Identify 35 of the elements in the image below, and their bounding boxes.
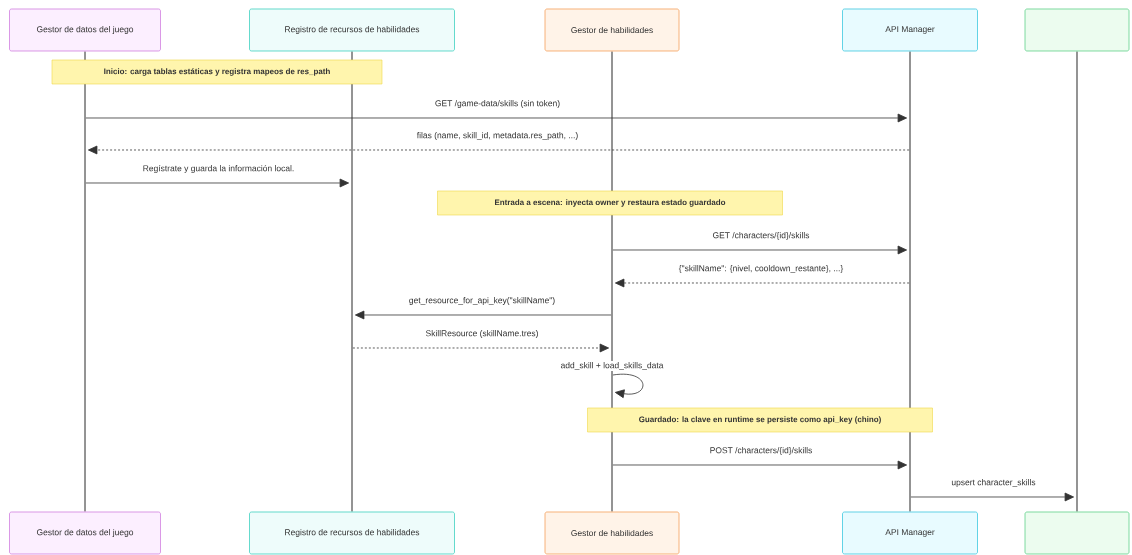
participant-box: API Manager <box>842 8 978 52</box>
edge-label: GET /game-data/skills (sin token) <box>433 99 562 109</box>
edge-label: add_skill + load_skills_data <box>559 361 665 371</box>
participant-box: Gestor de datos del juego <box>9 511 161 555</box>
participant-box: Gestor de datos del juego <box>9 8 161 52</box>
edge-label: GET /characters/{id}/skills <box>711 231 811 241</box>
participant-box <box>1024 511 1130 555</box>
edge-label: get_resource_for_api_key("skillName") <box>407 296 557 306</box>
lifeline <box>611 51 613 512</box>
edge-label: POST /characters/{id}/skills <box>708 446 814 456</box>
message-arrow <box>910 492 1075 502</box>
message-arrow <box>355 310 612 320</box>
lifeline <box>84 51 86 512</box>
message-arrow <box>85 178 350 188</box>
edge-label: Regístrate y guarda la información local. <box>141 164 296 174</box>
participant-box: Gestor de habilidades <box>544 8 680 52</box>
lifeline <box>351 51 353 512</box>
participant-box <box>1024 8 1130 52</box>
lifeline <box>909 51 911 512</box>
edge-label: upsert character_skills <box>950 478 1037 488</box>
message-arrow <box>615 278 910 288</box>
edge-label: {"skillName": {nivel, cooldown_restante}, ...} <box>677 264 845 274</box>
message-arrow <box>612 245 908 255</box>
lifeline <box>1076 51 1078 512</box>
participant-box: API Manager <box>842 511 978 555</box>
message-arrow <box>612 460 908 470</box>
participant-box: Gestor de habilidades <box>544 511 680 555</box>
participant-box: Registro de recursos de habilidades <box>249 511 455 555</box>
participant-box: Registro de recursos de habilidades <box>249 8 455 52</box>
message-arrow <box>87 145 910 155</box>
self-message-arrow <box>612 373 644 399</box>
message-arrow <box>352 343 610 353</box>
edge-label: SkillResource (skillName.tres) <box>424 329 540 339</box>
edge-label: filas (name, skill_id, metadata.res_path, ...) <box>415 131 580 141</box>
message-arrow <box>85 113 908 123</box>
